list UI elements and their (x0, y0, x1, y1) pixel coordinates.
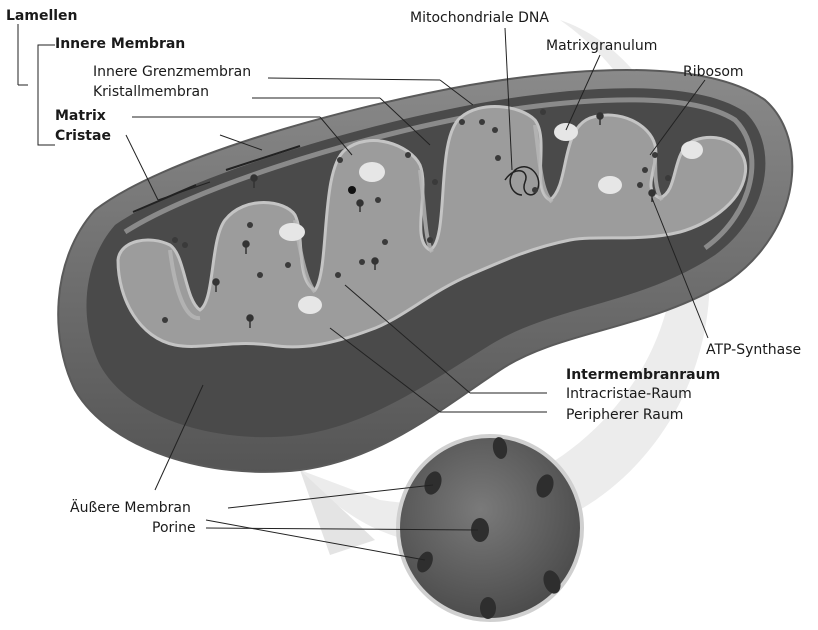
label-innere-membran: Innere Membran (55, 36, 185, 53)
label-ribosom: Ribosom (683, 64, 744, 81)
label-porine: Porine (152, 520, 196, 537)
label-aeussere-membran: Äußere Membran (70, 500, 191, 517)
label-intracristae-raum: Intracristae-Raum (566, 386, 692, 403)
label-matrix: Matrix (55, 108, 106, 125)
label-matrixgranulum: Matrixgranulum (546, 38, 657, 55)
label-atp-synthase: ATP-Synthase (706, 342, 801, 359)
label-lamellen: Lamellen (6, 8, 78, 25)
label-innere-grenzmembran: Innere Grenzmembran (93, 64, 251, 81)
label-kristallmembran: Kristallmembran (93, 84, 209, 101)
label-cristae: Cristae (55, 128, 111, 145)
label-intermembranraum: Intermembranraum (566, 367, 720, 384)
label-mitochondriale-dna: Mitochondriale DNA (410, 10, 549, 27)
label-peripherer-raum: Peripherer Raum (566, 407, 683, 424)
